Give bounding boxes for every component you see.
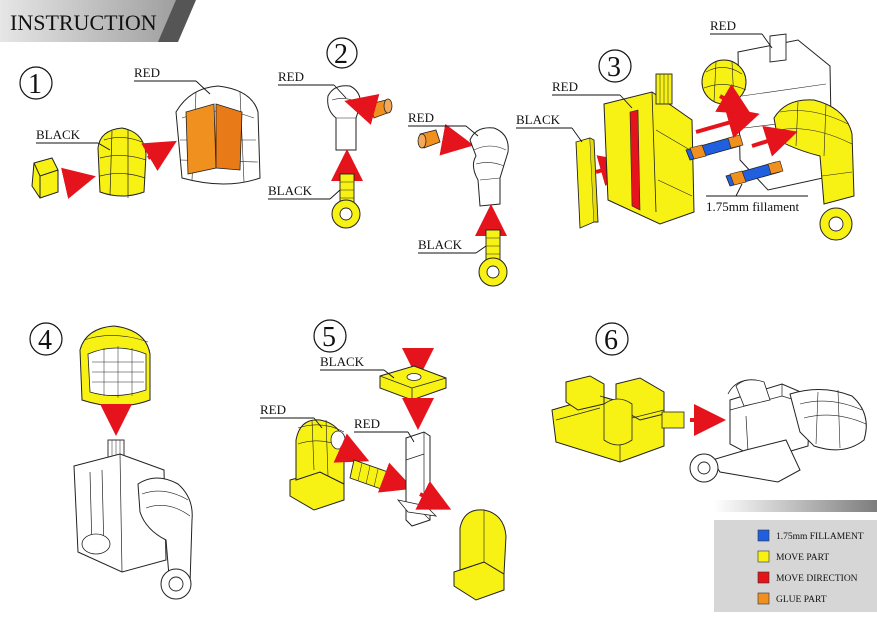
move-arrow — [695, 107, 760, 138]
legend-item: 1.75mm FILLAMENT — [757, 529, 864, 542]
step4-white-torso — [73, 439, 193, 600]
label-red: RED — [408, 110, 434, 125]
legend-item: GLUE PART — [757, 592, 827, 605]
callout-line — [313, 417, 323, 429]
callout-line — [619, 94, 633, 109]
label-black: BLACK — [320, 354, 365, 369]
step4-yellow-head — [79, 325, 151, 407]
header-band — [0, 0, 190, 42]
label-black: BLACK — [268, 183, 313, 198]
legend-swatch — [757, 592, 770, 605]
step-6-badge — [595, 322, 629, 356]
legend-swatch — [757, 571, 770, 584]
step-5-badge — [313, 319, 347, 353]
step-2-badge — [326, 37, 358, 69]
callout-line — [97, 142, 111, 151]
legend-panel — [714, 520, 877, 612]
step-6-number: 6 — [604, 325, 618, 356]
label-filament: 1.75mm fillament — [706, 199, 800, 214]
step-2-number: 2 — [334, 39, 348, 70]
step5-white-post — [396, 431, 438, 527]
step-3: 3 — [516, 18, 855, 241]
move-arrow — [141, 140, 177, 171]
step2b-glue-peg — [417, 129, 441, 149]
step-5: 5 — [260, 319, 507, 601]
move-arrow — [715, 84, 751, 115]
step6-white-torso — [689, 379, 867, 483]
step1-small-block — [31, 157, 59, 199]
label-black: BLACK — [36, 127, 81, 142]
step2-glue-peg — [369, 98, 393, 119]
step-1-badge — [19, 66, 53, 100]
callout-line — [761, 33, 773, 49]
legend-header-bar — [714, 500, 877, 512]
legend-label: MOVE PART — [776, 553, 829, 563]
step-5-number: 5 — [322, 322, 336, 353]
callout-line — [475, 245, 487, 254]
callout-line — [195, 80, 211, 95]
step-3-badge — [598, 49, 632, 83]
step2-yellow-ring — [331, 173, 361, 229]
legend-label: GLUE PART — [776, 595, 827, 605]
step3-yellow-body — [603, 73, 695, 225]
move-arrow — [439, 123, 474, 156]
step3-black-bar — [575, 137, 599, 229]
label-red-left: RED — [260, 402, 286, 417]
label-red-mid: RED — [354, 416, 380, 431]
legend-swatch — [757, 550, 770, 563]
move-arrow — [377, 462, 414, 493]
move-arrow — [333, 433, 370, 463]
label-red: RED — [552, 79, 578, 94]
step1-yellow-shell — [97, 127, 147, 198]
header-stripe — [158, 0, 196, 42]
header: INSTRUCTION — [0, 0, 196, 42]
legend-swatch — [757, 529, 770, 542]
label-black: BLACK — [418, 237, 463, 252]
step-1-number: 1 — [28, 69, 42, 100]
step1-red-housing — [175, 85, 261, 185]
step2b-white-elbow — [469, 127, 509, 207]
move-arrow — [61, 167, 96, 199]
move-arrow — [415, 480, 452, 510]
step5-yellow-hip-left — [289, 419, 346, 511]
move-arrow — [344, 94, 380, 125]
label-red-top: RED — [710, 18, 736, 33]
step5-black-cap — [379, 365, 447, 401]
legend-label: MOVE DIRECTION — [776, 574, 858, 584]
label-black: BLACK — [516, 112, 561, 127]
legend-item: MOVE PART — [757, 550, 829, 563]
step-3-number: 3 — [607, 52, 621, 83]
callout-line — [329, 189, 341, 200]
callout-line — [383, 369, 395, 379]
step-2b: RED BLACK — [408, 110, 509, 287]
step5-yellow-hip-right — [453, 509, 507, 601]
step-4-badge — [29, 322, 63, 356]
step3-filament-rods — [685, 134, 784, 187]
step-1: 1 RED BLACK — [19, 65, 261, 199]
legend: 1.75mm FILLAMENT MOVE PART MOVE DIRECTION G… — [714, 500, 877, 612]
move-arrow — [751, 125, 798, 157]
step2b-yellow-ring — [478, 229, 508, 287]
label-red: RED — [134, 65, 160, 80]
legend-label: 1.75mm FILLAMENT — [776, 532, 864, 542]
step-4: 4 — [29, 322, 193, 600]
step-4-number: 4 — [38, 325, 52, 356]
step-6: 6 — [551, 322, 867, 483]
step6-yellow-legs — [551, 375, 685, 463]
callout-line — [735, 183, 743, 197]
step5-yellow-axle — [349, 459, 389, 491]
step-2: 2 RED BLACK — [268, 37, 393, 229]
callout-line — [333, 84, 347, 99]
label-red: RED — [278, 69, 304, 84]
callout-line — [407, 431, 415, 443]
callout-line — [571, 127, 583, 143]
page-title: INSTRUCTION — [10, 10, 157, 35]
legend-item: MOVE DIRECTION — [757, 571, 858, 584]
callout-line — [465, 125, 479, 137]
